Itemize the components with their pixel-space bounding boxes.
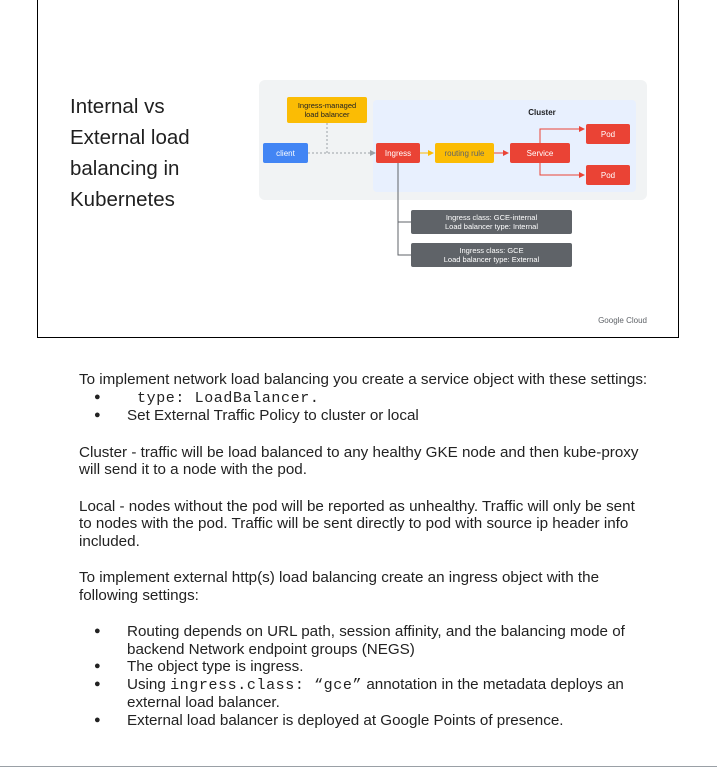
list-item: Using ingress.class: “gce” annotation in…: [79, 676, 649, 712]
callout-external-line2: Load balancer type: External: [444, 255, 540, 264]
callout-internal-line1: Ingress class: GCE-internal: [446, 213, 538, 222]
callout-internal-box: [411, 210, 572, 234]
google-cloud-logo: Google Cloud: [598, 316, 647, 325]
notes-paragraph-2: Cluster - traffic will be load balanced …: [79, 443, 639, 479]
code-snippet: type: LoadBalancer.: [137, 389, 320, 407]
cluster-area: [373, 100, 636, 192]
text-fragment: annotation in the metadata deploys an ex…: [127, 675, 624, 712]
architecture-diagram: Cluster Ingress-managed load balancer cl…: [259, 80, 647, 267]
ingress-label: Ingress: [385, 149, 411, 158]
callout-external-box: [411, 243, 572, 267]
client-box: [263, 143, 308, 163]
service-label: Service: [527, 149, 554, 158]
pod-label-2: Pod: [601, 171, 615, 180]
service-pod1-arrow: [539, 126, 585, 143]
callout-connector: [397, 163, 411, 256]
ingress-box: [376, 143, 420, 163]
list-item: External load balancer is deployed at Go…: [79, 712, 649, 730]
speaker-notes: To implement network load balancing you …: [79, 371, 649, 729]
list-item: Set External Traffic Policy to cluster o…: [79, 407, 649, 425]
ingress-managed-lb-box: [287, 97, 367, 123]
service-pod2-arrow: [539, 163, 585, 178]
slide-title: Internal vs External load balancing in K…: [70, 95, 190, 211]
list-item: Routing depends on URL path, session aff…: [79, 623, 649, 658]
slide: Internal vs External load balancing in K…: [37, 0, 679, 338]
callout-internal-line2: Load balancer type: Internal: [445, 222, 538, 231]
notes-paragraph-3: Local - nodes without the pod will be re…: [79, 497, 635, 550]
pod-box-2: [586, 165, 630, 185]
list-item: The object type is ingress.: [79, 658, 649, 676]
ingress-managed-lb-line1: Ingress-managed: [298, 101, 356, 110]
text-fragment: Using: [127, 675, 171, 693]
ingress-managed-lb-line2: load balancer: [304, 110, 350, 119]
pod-box-1: [586, 124, 630, 144]
routing-rule-box: [435, 143, 494, 163]
notes-list-1: type: LoadBalancer. Set External Traffic…: [79, 389, 649, 425]
notes-list-2: Routing depends on URL path, session aff…: [79, 623, 649, 729]
notes-paragraph-4: To implement external http(s) load balan…: [79, 569, 600, 604]
routing-rule-label: routing rule: [444, 149, 485, 158]
code-snippet: ingress.class: “gce”: [170, 676, 363, 694]
cluster-label: Cluster: [528, 108, 556, 117]
client-label: client: [276, 149, 295, 158]
page-divider: [0, 766, 717, 767]
list-item: type: LoadBalancer.: [79, 389, 649, 408]
pod-label-1: Pod: [601, 130, 615, 139]
notes-paragraph-1: To implement network load balancing you …: [79, 371, 648, 388]
service-box: [510, 143, 570, 163]
callout-external-line1: Ingress class: GCE: [459, 246, 523, 255]
